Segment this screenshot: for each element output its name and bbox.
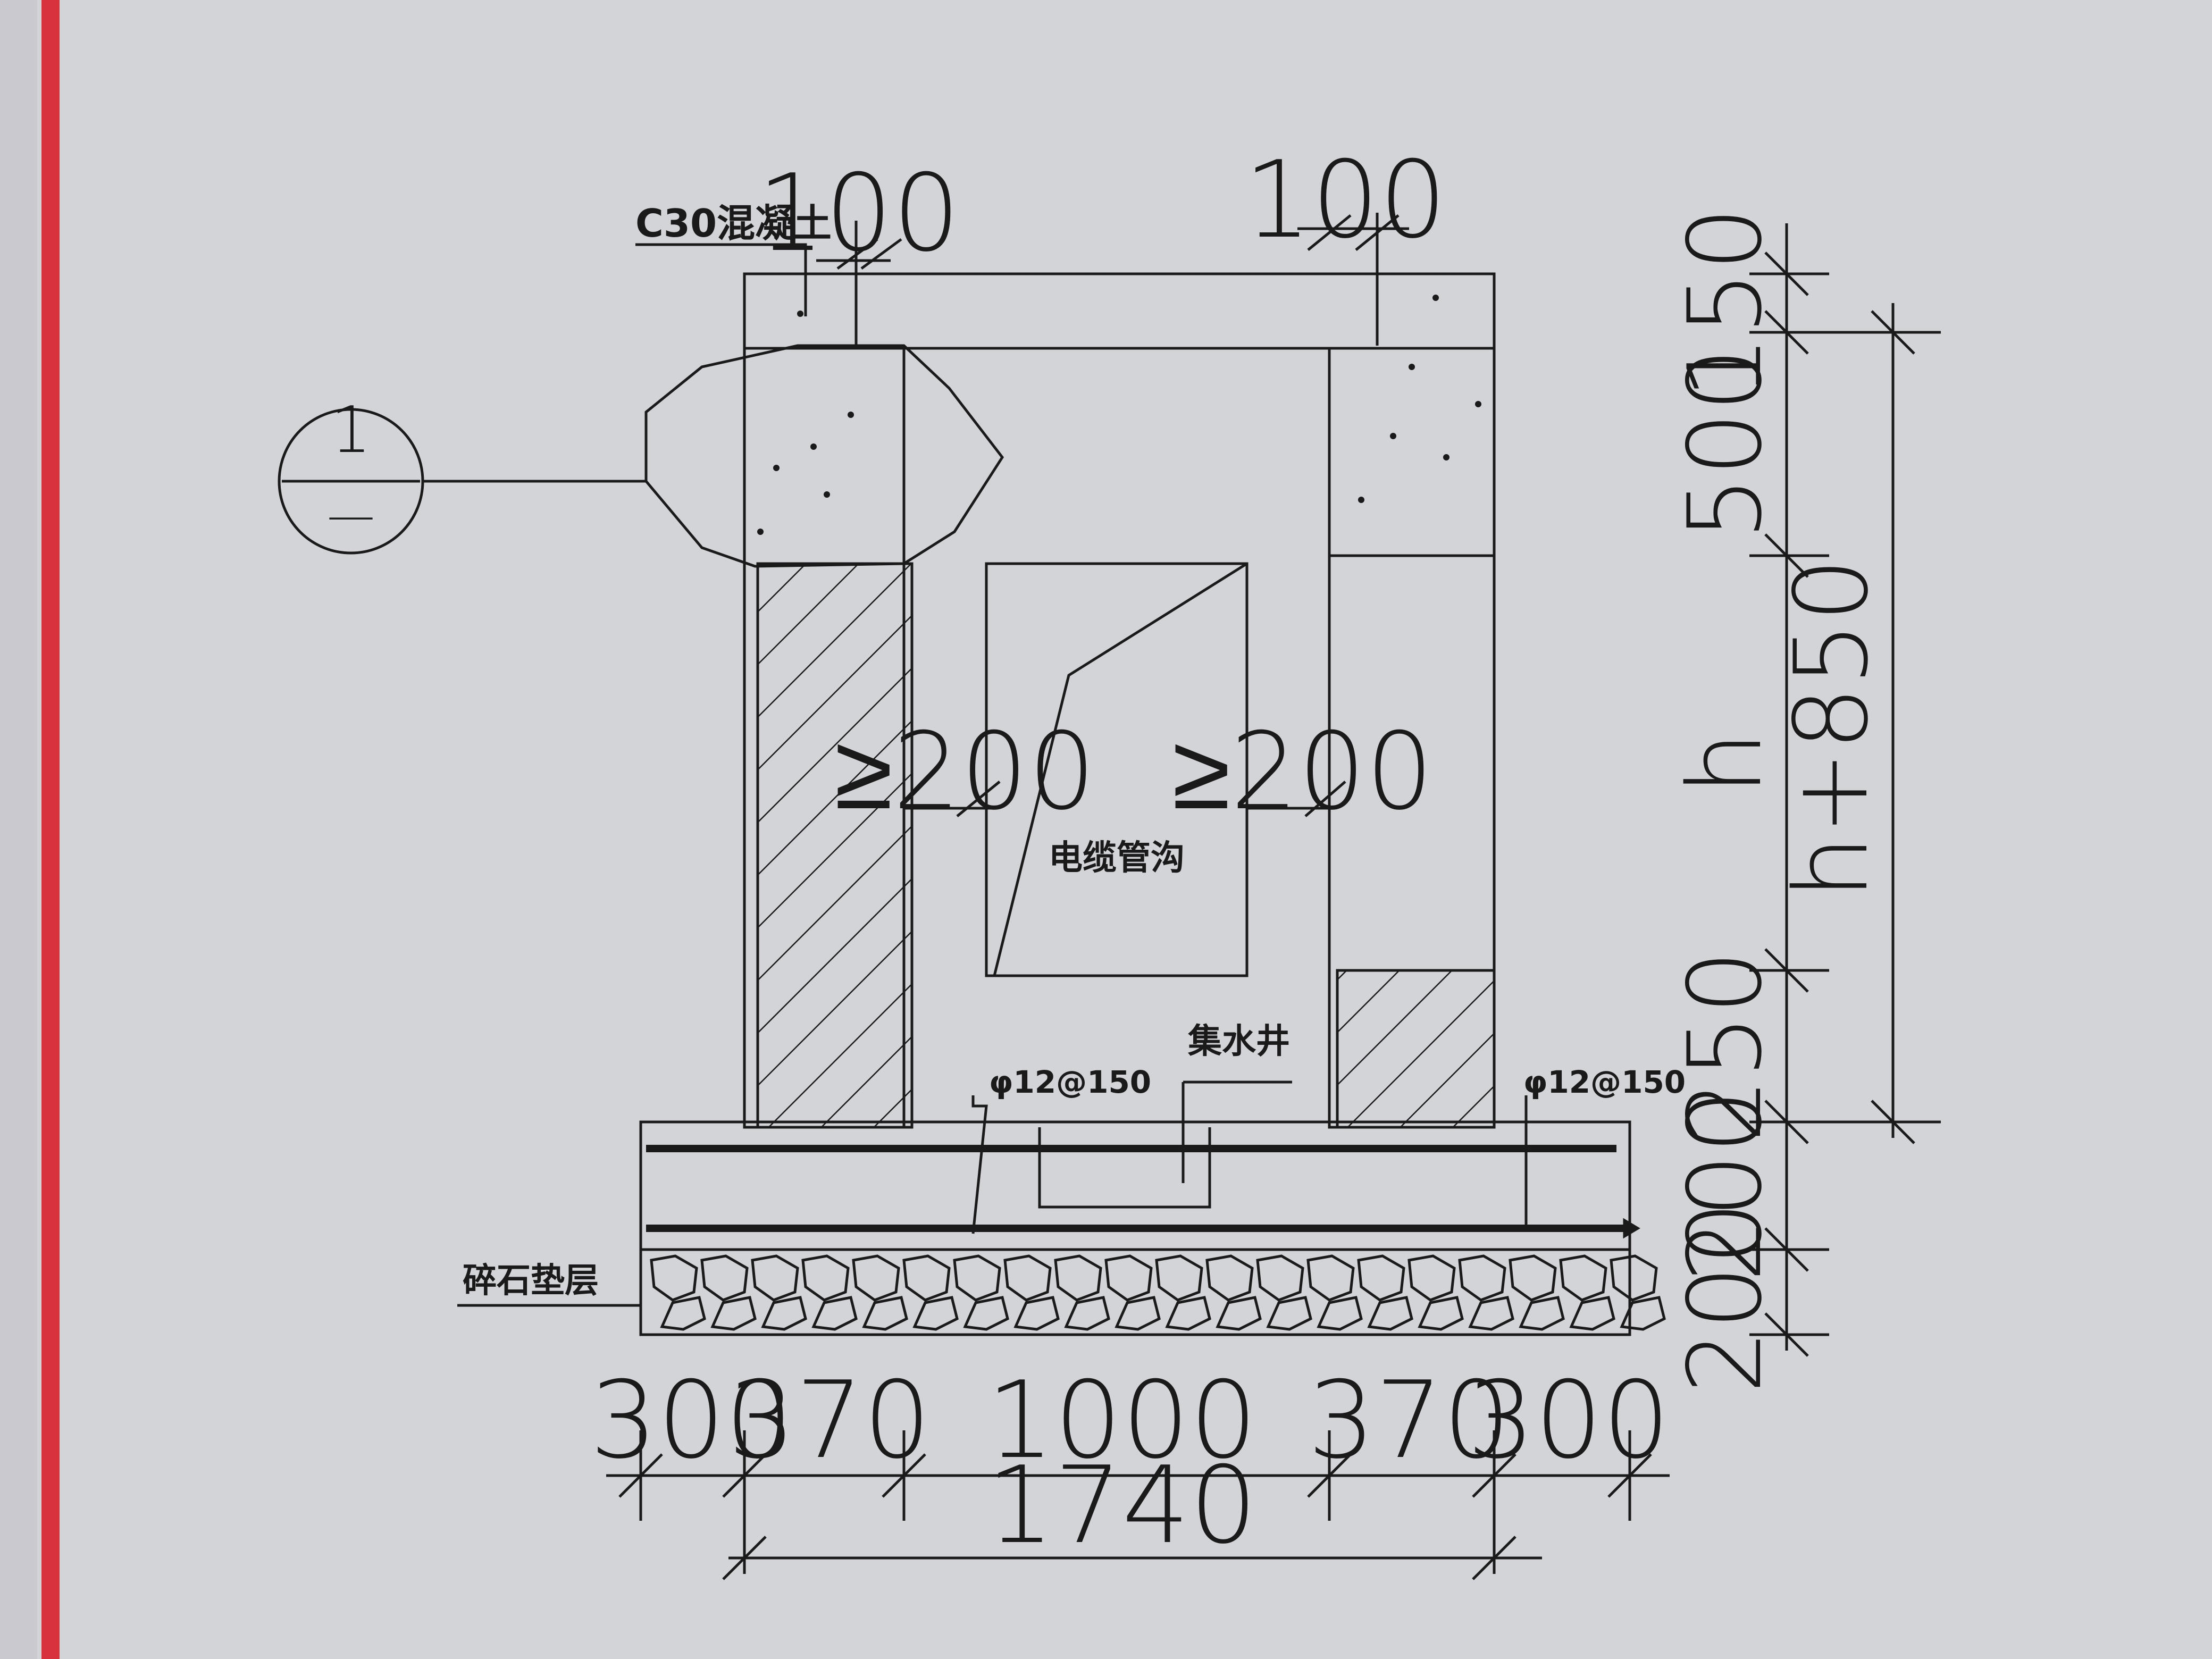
gravel-stone [650,1254,698,1302]
callout-ref: — [327,488,375,543]
gravel-stone [801,1254,850,1302]
gravel-stone [1054,1254,1102,1302]
sump-recess [1038,1127,1211,1209]
right-dim-200-b: 200 [1666,1201,1784,1394]
gravel-stone [1317,1296,1363,1331]
top-dim-left: 100 [757,152,960,275]
rebar-left-label: φ12@150 [989,1064,1151,1100]
viewer-margin [0,0,37,1659]
cable-trench-diagonal [993,562,1248,976]
gravel-stone [1418,1296,1464,1331]
top-dimension-lines [816,213,1409,346]
right-dim-500: 500 [1666,348,1784,541]
concrete-aggregate-dots [757,295,1481,535]
gravel-stone [761,1296,807,1331]
inner-dim-right: ≥200 [1172,710,1434,834]
bottom-dim-2: 370 [728,1359,931,1482]
bottom-dim-3: 1000 [987,1359,1258,1482]
right-dim-h: h [1666,731,1784,795]
gravel-stone [912,1296,959,1331]
bottom-dim-4: 370 [1308,1359,1511,1482]
gravel-stone [1367,1296,1413,1331]
bottom-dim-5: 300 [1467,1359,1670,1482]
gravel-stones [650,1254,1666,1331]
inner-dimension-lines [904,781,1346,817]
right-dim-150: 150 [1666,207,1784,400]
concrete-label: C30混凝土 [635,201,832,246]
gravel-stone [1115,1296,1161,1331]
gravel-stone [1266,1296,1312,1331]
inner-dim-left: ≥200 [834,710,1096,834]
top-slab [743,272,1496,350]
gravel-stone [1155,1254,1203,1302]
left-red-bar [41,0,60,1659]
gravel-stone [1165,1296,1211,1331]
gravel-stone [862,1296,908,1331]
rebar-left-leader [971,1095,988,1234]
concrete-leader [635,243,807,316]
gravel-stone [710,1296,757,1331]
gravel-stone [700,1254,749,1302]
gravel-stone [1559,1254,1607,1302]
gravel-stone [1013,1296,1060,1331]
right-dim-total: h+850 [1773,558,1890,899]
cable-trench-label: 电缆管沟 [1049,839,1185,878]
gravel-stone [1357,1254,1405,1302]
gravel-stone [1458,1254,1506,1302]
gravel-stone [1216,1296,1262,1331]
gravel-stone [963,1296,1009,1331]
callout-number: 1 [331,393,371,467]
rebar-right-label: φ12@150 [1523,1064,1686,1100]
gravel-stone [660,1296,706,1331]
gravel-stone [1003,1254,1052,1302]
cable-trench-box [985,562,1249,977]
top-dim-right: 100 [1244,138,1447,262]
right-wall-hatch [1336,969,1496,1129]
detail-bubble [644,344,1004,568]
left-wall-hatch [756,562,914,1129]
sump-label: 集水井 [1187,1022,1290,1061]
bottom-dimension-lines [606,1430,1670,1580]
gravel-stone [1306,1254,1355,1302]
bottom-dim-1: 300 [590,1359,793,1482]
right-dim-200-a: 200 [1666,1090,1784,1283]
gravel-stone [852,1254,900,1302]
gravel-stone [1569,1296,1615,1331]
gravel-stone [1256,1254,1304,1302]
gravel-stone [1610,1254,1658,1302]
gravel-stone [1468,1296,1514,1331]
gravel-stone [811,1296,858,1331]
bottom-dim-total: 1740 [987,1444,1258,1568]
gravel-stone [1064,1296,1110,1331]
gravel-stone [953,1254,1001,1302]
gravel-stone [751,1254,799,1302]
gravel-stone [1519,1296,1565,1331]
gravel-stone [1407,1254,1456,1302]
gravel-stone [1509,1254,1557,1302]
gravel-stone [1205,1254,1254,1302]
gravel-stone [902,1254,951,1302]
right-dimension-lines [1749,223,1941,1357]
right-dim-250: 250 [1666,950,1784,1143]
gravel-stone [1620,1296,1666,1331]
gravel-bed [639,1248,1631,1336]
gravel-stone [1104,1254,1153,1302]
gravel-bed-label: 碎石垫层 [463,1261,599,1301]
